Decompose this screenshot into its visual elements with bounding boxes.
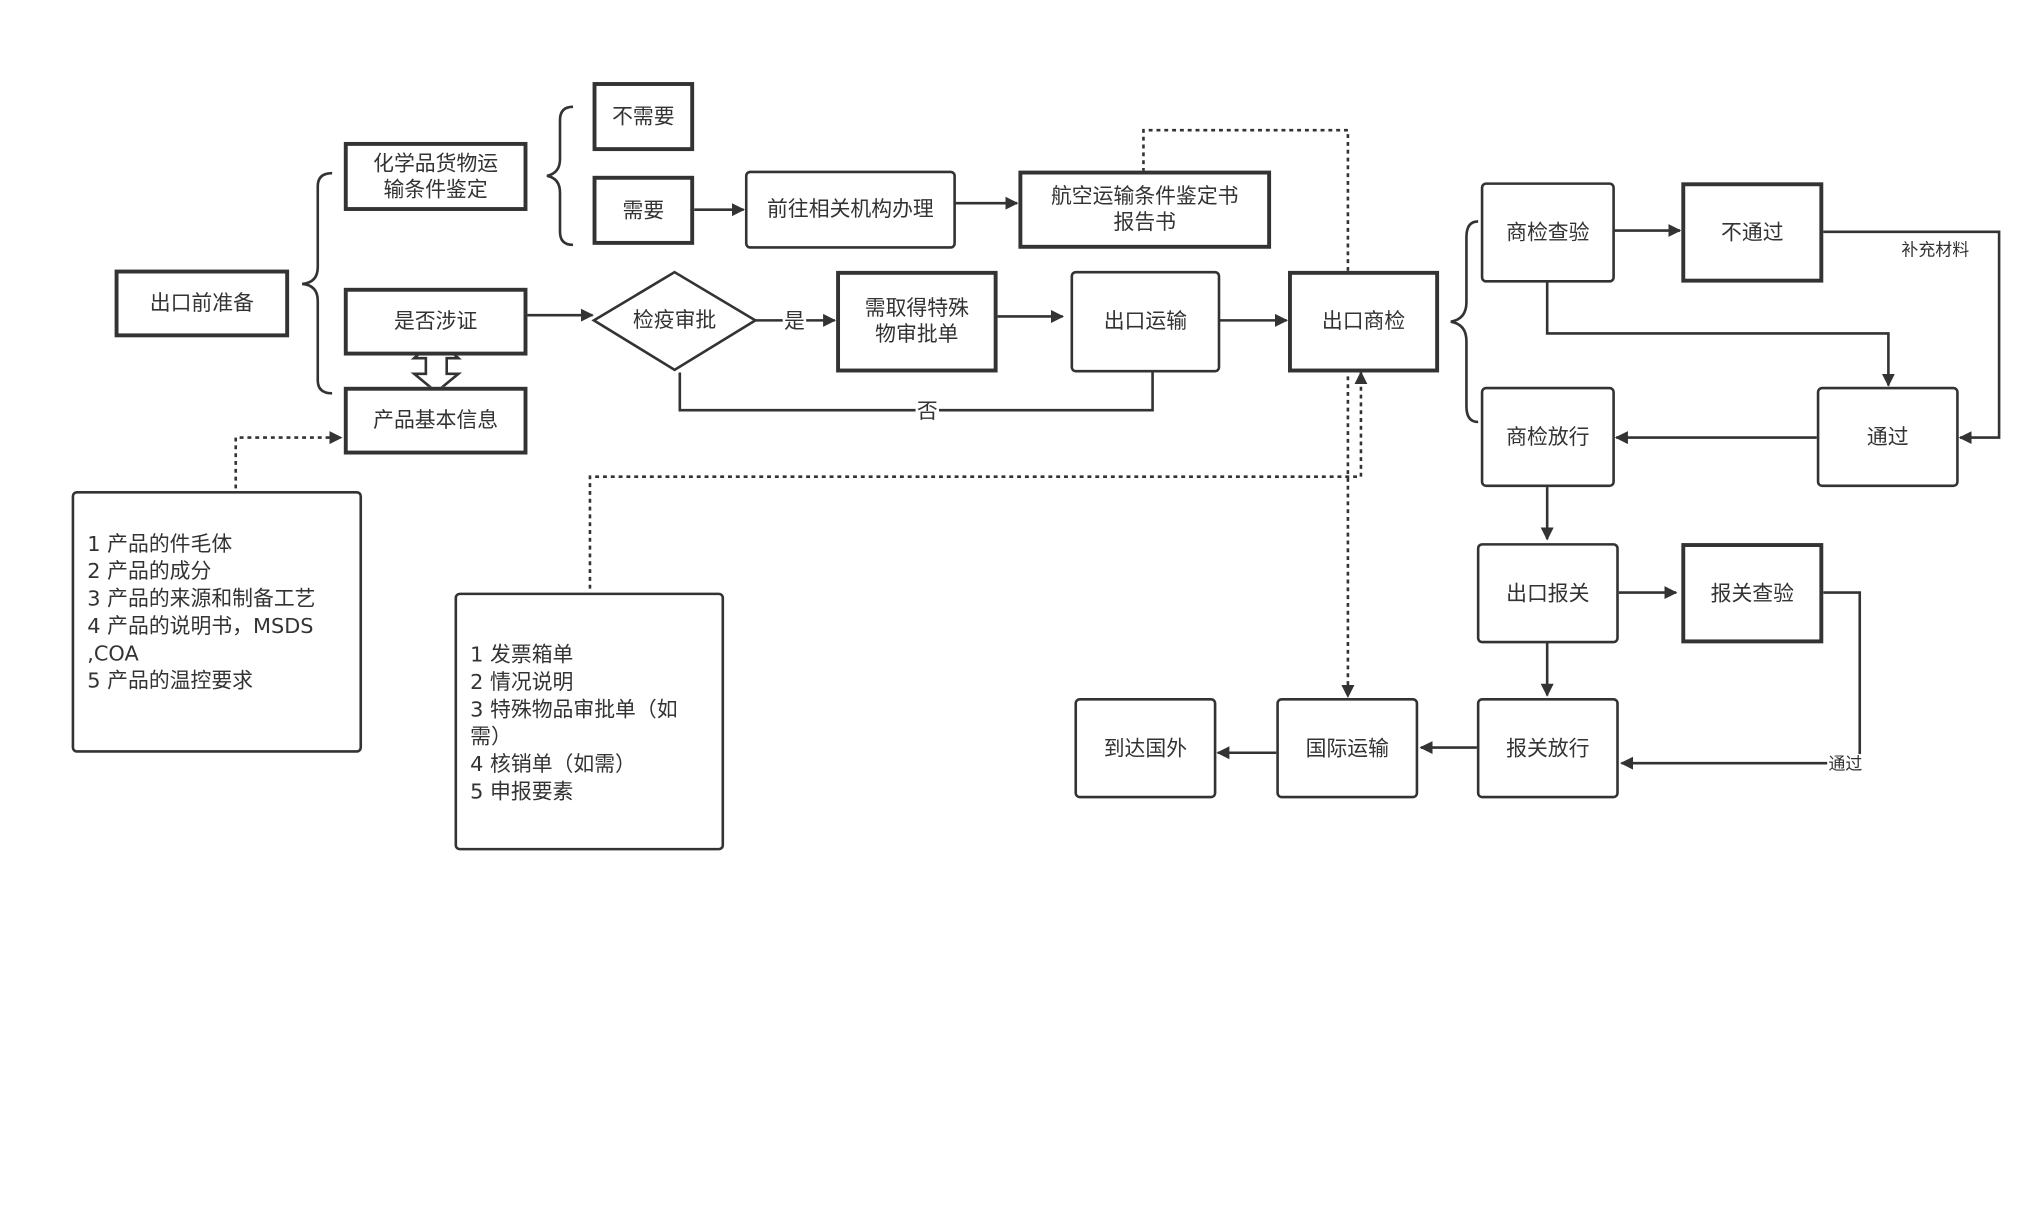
node-go-agency-label: 前往相关机构办理 [767, 196, 934, 222]
note-document-line-5: 5 申报要素 [470, 778, 574, 804]
node-chem-appraisal-label: 化学品货物运 输条件鉴定 [373, 150, 499, 202]
node-inspection-check: 商检查验 [1480, 182, 1615, 283]
note-product-line-2: 2 产品的成分 [87, 558, 212, 584]
brace-pre-export [301, 171, 333, 395]
node-customs-release: 报关放行 [1476, 698, 1619, 799]
note-document-line-4: 4 核销单（如需） [470, 751, 636, 777]
node-needed-label: 需要 [622, 197, 665, 223]
note-product-line-1: 1 产品的件毛体 [87, 531, 233, 557]
note-product-line-4: 4 产品的说明书，MSDS ,COA [87, 613, 314, 666]
node-arrive-abroad-label: 到达国外 [1103, 735, 1188, 760]
node-customs-check: 报关查验 [1681, 543, 1824, 644]
node-inspection-check-label: 商检查验 [1506, 219, 1590, 245]
node-not-pass-label: 不通过 [1721, 219, 1784, 245]
node-arrive-abroad: 到达国外 [1074, 698, 1217, 799]
node-chem-appraisal: 化学品货物运 输条件鉴定 [343, 141, 528, 211]
node-intl-transport: 国际运输 [1276, 698, 1419, 799]
node-special-approval-label: 需取得特殊 物审批单 [864, 295, 969, 347]
node-pre-export: 出口前准备 [114, 269, 290, 338]
node-quarantine-label: 检疫审批 [632, 307, 717, 333]
node-customs-release-label: 报关放行 [1506, 735, 1590, 760]
dashed-report-intl [1142, 128, 1355, 699]
node-air-report-label: 航空运输条件鉴定书 报告书 [1050, 183, 1239, 235]
node-special-approval: 需取得特殊 物审批单 [836, 270, 998, 373]
dashed-product-info [234, 431, 343, 497]
node-not-needed: 不需要 [592, 82, 695, 152]
node-customs-check-label: 报关查验 [1710, 580, 1794, 605]
brace-appraisal [546, 105, 574, 247]
edge-label-supplement: 补充材料 [1900, 239, 1971, 264]
node-involves-cert: 是否涉证 [343, 287, 528, 356]
note-document-list: 1 发票箱单 2 情况说明 3 特殊物品审批单（如 需） 4 核销单（如需） 5… [454, 592, 725, 851]
arrow-check-pass [1545, 281, 1895, 387]
node-product-info: 产品基本信息 [343, 386, 528, 455]
node-intl-transport-label: 国际运输 [1305, 735, 1389, 760]
note-document-line-3: 3 特殊物品审批单（如 需） [470, 696, 678, 749]
node-pre-export-label: 出口前准备 [149, 290, 254, 316]
node-go-agency: 前往相关机构办理 [744, 170, 956, 249]
dashed-docs-inspection [588, 371, 1368, 589]
arrow-notpass-pass [1821, 230, 2001, 445]
node-export-inspection-label: 出口商检 [1321, 308, 1406, 334]
edge-label-no: 否 [915, 398, 940, 424]
node-export-inspection: 出口商检 [1288, 270, 1440, 373]
note-product-line-5: 5 产品的温控要求 [87, 668, 254, 693]
note-document-line-2: 2 情况说明 [470, 669, 574, 695]
edge-label-passed: 通过 [1827, 754, 1864, 778]
node-pass-label: 通过 [1866, 423, 1909, 449]
node-air-report: 航空运输条件鉴定书 报告书 [1018, 170, 1272, 249]
node-inspection-release: 商检放行 [1480, 386, 1615, 488]
node-inspection-release-label: 商检放行 [1506, 423, 1590, 449]
node-export-transport-label: 出口运输 [1103, 308, 1188, 334]
node-needed: 需要 [592, 175, 695, 245]
connectors [234, 105, 2001, 770]
node-pass: 通过 [1816, 386, 1959, 488]
edge-label-yes: 是 [782, 308, 807, 334]
brace-inspection [1450, 220, 1479, 424]
node-not-pass: 不通过 [1681, 182, 1824, 283]
node-involves-cert-label: 是否涉证 [393, 308, 478, 334]
node-not-needed-label: 不需要 [612, 103, 675, 129]
node-export-declare-label: 出口报关 [1506, 580, 1590, 605]
note-document-line-1: 1 发票箱单 [470, 642, 574, 667]
note-product-line-3: 3 产品的来源和制备工艺 [87, 586, 316, 611]
quarantine-diamond [591, 270, 758, 372]
arrow-check-release [1620, 591, 1862, 770]
node-product-info-label: 产品基本信息 [373, 407, 499, 433]
node-export-declare: 出口报关 [1476, 543, 1619, 644]
node-export-transport: 出口运输 [1070, 270, 1221, 373]
note-product-list: 1 产品的件毛体 2 产品的成分 3 产品的来源和制备工艺 4 产品的说明书，M… [71, 490, 363, 753]
